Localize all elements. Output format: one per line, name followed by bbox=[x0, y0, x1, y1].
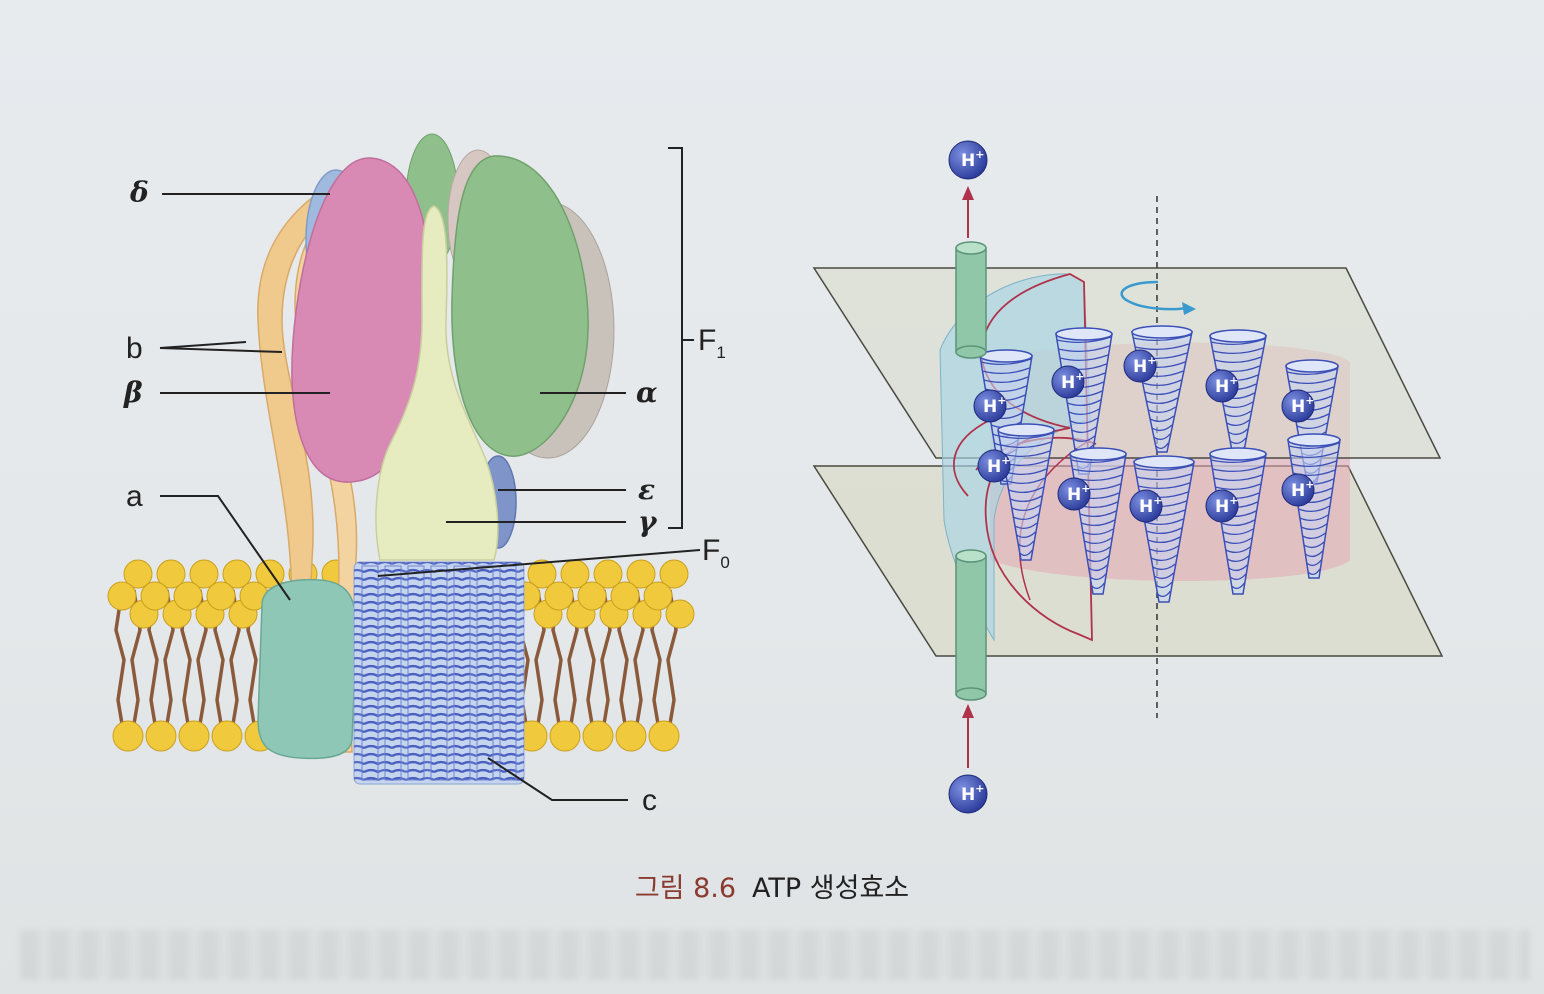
c-ring-helix-column bbox=[407, 565, 425, 781]
lipid-head bbox=[211, 720, 243, 752]
lipid-head bbox=[659, 559, 689, 589]
f0-leader-line bbox=[377, 549, 701, 577]
lipid-head bbox=[156, 559, 186, 589]
label-f0: F0 bbox=[702, 534, 730, 572]
c-ring-helix-column bbox=[453, 565, 471, 781]
lipid-head bbox=[173, 581, 203, 611]
label-delta: δ bbox=[129, 176, 149, 209]
proton-h-plus: H+ bbox=[948, 140, 988, 180]
c-ring-helix-column bbox=[430, 565, 448, 781]
alpha-subunit bbox=[451, 155, 589, 457]
proton-h-plus: H+ bbox=[1057, 477, 1091, 511]
lipid-head bbox=[222, 559, 252, 589]
lipid-head bbox=[626, 559, 656, 589]
lipid-head bbox=[593, 559, 623, 589]
label-gamma: γ bbox=[638, 505, 658, 538]
channel-rod-upper bbox=[955, 241, 987, 359]
label-f1-sub: 1 bbox=[716, 343, 725, 362]
proton-h-plus: H+ bbox=[973, 389, 1007, 423]
lipid-tail bbox=[114, 589, 126, 737]
proton-entry-arrow bbox=[962, 704, 974, 768]
proton-exit-arrow bbox=[962, 186, 974, 238]
label-alpha: α bbox=[636, 376, 658, 409]
c-ring-helix-column bbox=[384, 565, 402, 781]
caption-number: 그림 8.6 bbox=[634, 873, 737, 904]
c-subunit-helices bbox=[979, 325, 1341, 603]
c-ring-helix-column bbox=[476, 565, 494, 781]
lipid-head bbox=[665, 599, 695, 629]
b-leader-line-1 bbox=[159, 341, 247, 349]
c-ring bbox=[353, 561, 525, 785]
lipid-head bbox=[643, 581, 673, 611]
c-subunit-helix bbox=[997, 423, 1055, 561]
gamma-subunit bbox=[375, 205, 499, 561]
rotation-arrow-head bbox=[1182, 302, 1196, 315]
figure-caption: 그림 8.6 ATP 생성효소 bbox=[0, 866, 1544, 905]
label-b: b bbox=[126, 332, 143, 365]
left-labels: δ b β a α ε γ F0 c F1 bbox=[123, 147, 730, 817]
channel-rod-lower bbox=[955, 549, 987, 701]
lipid-head bbox=[549, 720, 581, 752]
lipid-head bbox=[582, 720, 614, 752]
proton-h-plus: H+ bbox=[977, 449, 1011, 483]
atp-synthase-structure bbox=[107, 133, 695, 785]
lipid-head bbox=[189, 559, 219, 589]
label-f1-base: F bbox=[698, 324, 716, 357]
caption-title: ATP 생성효소 bbox=[752, 873, 910, 904]
proton-path-curve-lower bbox=[953, 419, 991, 497]
lipid-head bbox=[577, 581, 607, 611]
proton-h-plus: H+ bbox=[1129, 489, 1163, 523]
label-beta: β bbox=[123, 376, 143, 409]
lipid-head bbox=[123, 559, 153, 589]
proton-translocation-model: H+ H+ H+ H+ H+ H+ H+ H+ H+ H+ H+ H+ bbox=[812, 140, 1444, 814]
lipid-head bbox=[107, 581, 137, 611]
lipid-head bbox=[544, 581, 574, 611]
proton-h-plus: H+ bbox=[948, 774, 988, 814]
label-f0-base: F bbox=[702, 534, 720, 567]
proton-h-plus: H+ bbox=[1123, 349, 1157, 383]
lipid-head bbox=[610, 581, 640, 611]
lipid-head bbox=[140, 581, 170, 611]
c-leader-line bbox=[487, 757, 628, 801]
proton-h-plus: H+ bbox=[1051, 365, 1085, 399]
proton-h-plus: H+ bbox=[1205, 369, 1239, 403]
label-epsilon: ε bbox=[638, 473, 655, 506]
c-ring-helix-column bbox=[499, 565, 517, 781]
a-leader-line bbox=[160, 495, 291, 601]
proton-h-plus: H+ bbox=[1281, 473, 1315, 507]
label-f0-sub: 0 bbox=[720, 553, 729, 572]
lipid-head bbox=[527, 559, 557, 589]
lipid-head bbox=[145, 720, 177, 752]
lipid-head bbox=[648, 720, 680, 752]
c-ring-helix-column bbox=[361, 565, 379, 781]
protons: H+ H+ H+ H+ H+ H+ H+ H+ H+ H+ H+ H+ bbox=[948, 140, 1315, 814]
label-c: c bbox=[642, 784, 657, 817]
lipid-head bbox=[178, 720, 210, 752]
a-subunit bbox=[257, 578, 358, 760]
f1-bracket bbox=[668, 147, 683, 529]
rotation-arrow bbox=[1120, 280, 1187, 311]
lipid-head bbox=[615, 720, 647, 752]
proton-h-plus: H+ bbox=[1281, 389, 1315, 423]
lipid-head bbox=[206, 581, 236, 611]
b-leader-line-2 bbox=[159, 347, 283, 353]
label-a: a bbox=[126, 480, 143, 513]
label-f1: F1 bbox=[698, 324, 726, 362]
proton-h-plus: H+ bbox=[1205, 489, 1239, 523]
lipid-head bbox=[112, 720, 144, 752]
bleed-through-text bbox=[20, 930, 1530, 980]
